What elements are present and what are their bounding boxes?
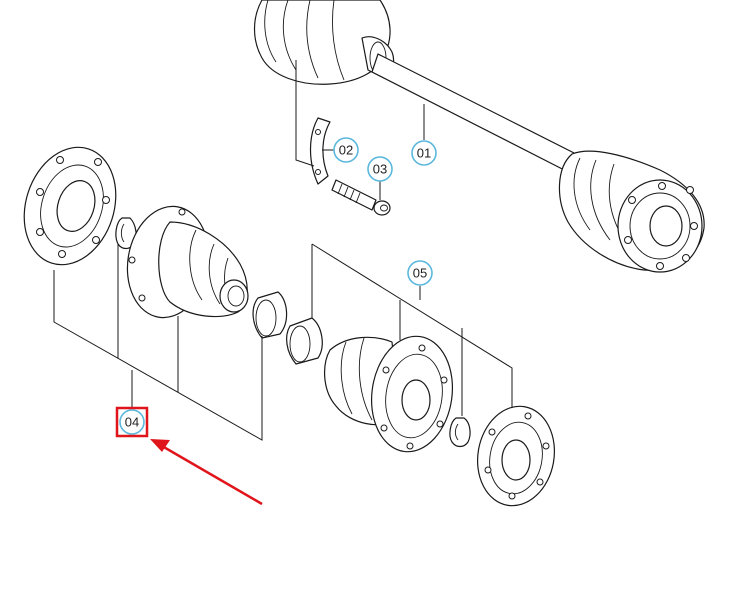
callout-05[interactable]: 05 [407, 260, 433, 286]
callout-05-label: 05 [413, 266, 427, 281]
drive-shaft-assembly [253, 0, 705, 273]
callout-04-label: 04 [125, 415, 139, 430]
cv-joint-kit-left [23, 146, 288, 339]
leader-lines [53, 60, 513, 441]
callout-03-label: 03 [373, 162, 387, 177]
bolt-part [331, 179, 391, 216]
callout-01-label: 01 [417, 146, 431, 161]
highlight-box [115, 406, 149, 438]
cv-joint-kit-right [286, 317, 556, 507]
callout-02-label: 02 [339, 143, 353, 158]
callout-01[interactable]: 01 [411, 140, 437, 166]
callout-02[interactable]: 02 [333, 137, 359, 163]
callout-03[interactable]: 03 [367, 156, 393, 182]
highlight-arrow [150, 439, 263, 506]
callout-04[interactable]: 04 [119, 409, 145, 435]
lock-plate-part [309, 117, 331, 185]
